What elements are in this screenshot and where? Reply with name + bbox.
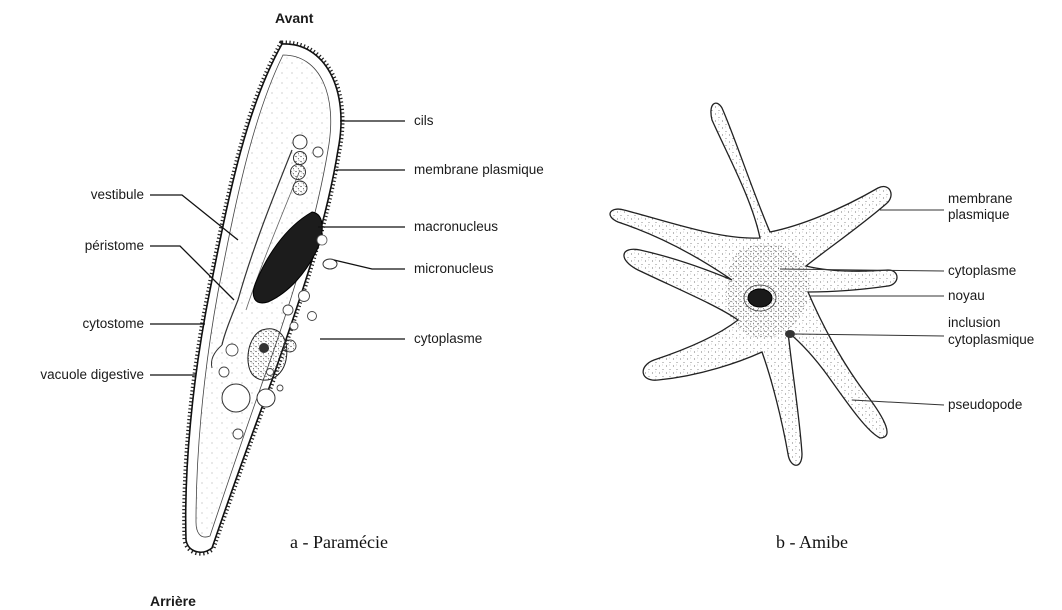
label-peristome: péristome <box>20 238 144 254</box>
amoeba-drawing <box>610 103 897 465</box>
caption-amibe: b - Amibe <box>776 532 848 553</box>
label-membrane-line1: membrane <box>948 191 1013 207</box>
label-membrane-line2: plasmique <box>948 207 1010 223</box>
label-noyau: noyau <box>948 288 985 304</box>
label-pseudopode: pseudopode <box>948 397 1022 413</box>
label-cytoplasme-amibe: cytoplasme <box>948 263 1016 279</box>
label-cils: cils <box>414 113 434 129</box>
paramecium-drawing <box>186 44 341 552</box>
caption-paramecie: a - Paramécie <box>290 532 388 553</box>
label-inclusion-line1: inclusion <box>948 315 1001 331</box>
label-arriere: Arrière <box>150 593 196 609</box>
label-micronucleus: micronucleus <box>414 261 494 277</box>
label-avant: Avant <box>275 10 313 26</box>
label-vestibule: vestibule <box>20 187 144 203</box>
label-macronucleus: macronucleus <box>414 219 498 235</box>
label-inclusion-line2: cytoplasmique <box>948 332 1034 348</box>
label-cytoplasme-paramecie: cytoplasme <box>414 331 482 347</box>
label-vacuole-digestive: vacuole digestive <box>4 367 144 383</box>
label-membrane-plasmique: membrane plasmique <box>414 162 544 178</box>
label-cytostome: cytostome <box>20 316 144 332</box>
